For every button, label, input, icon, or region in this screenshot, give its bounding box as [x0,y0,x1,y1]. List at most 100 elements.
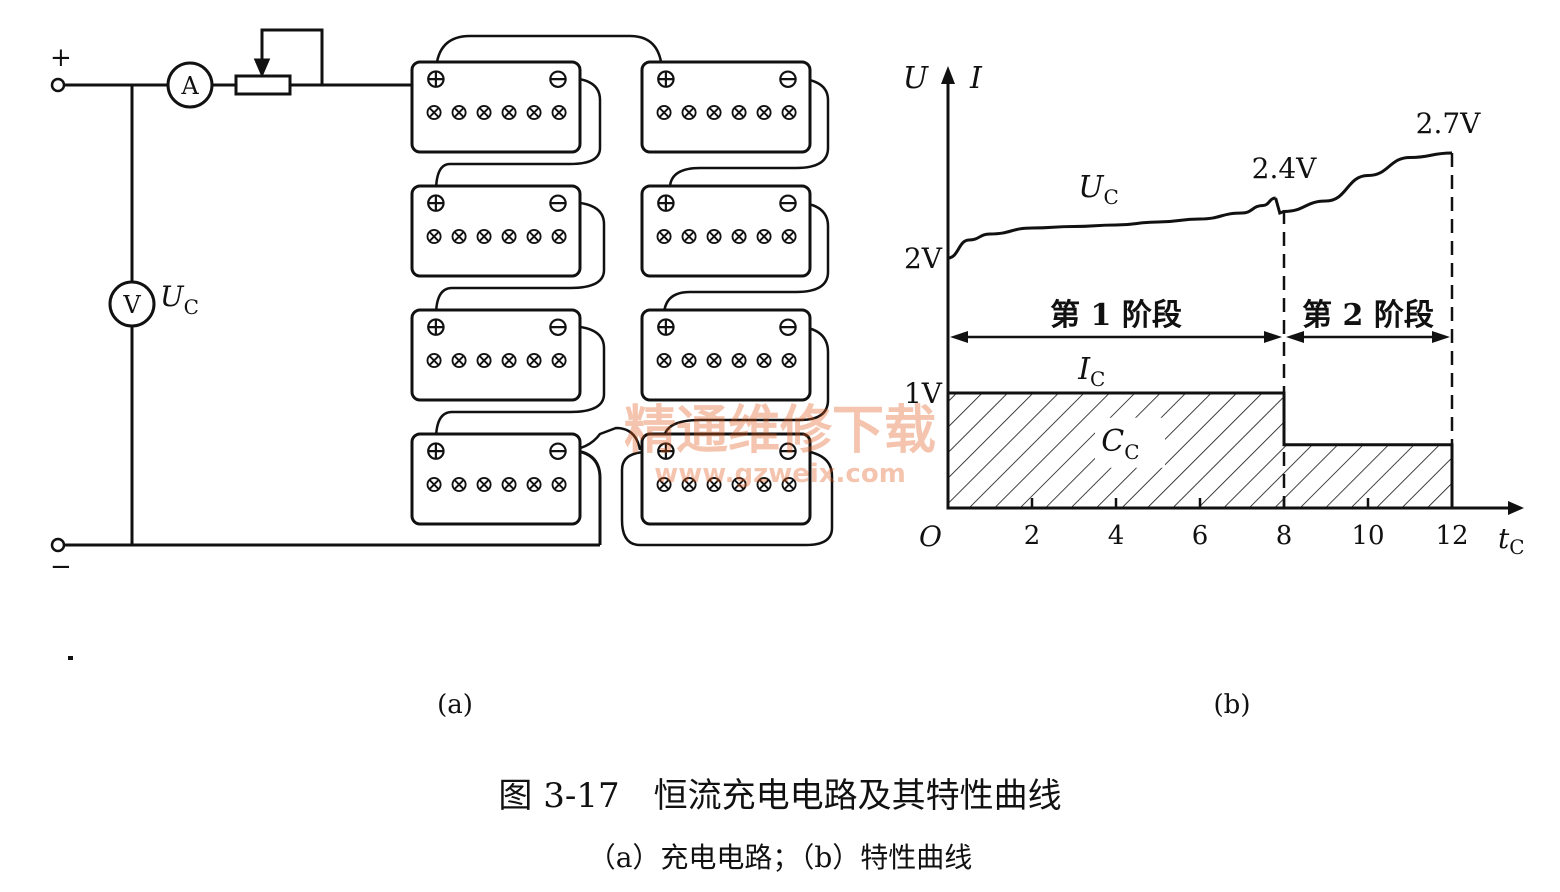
voltage-annotation-2: 2.7V [1416,107,1482,140]
positive-terminal-icon: ⊕ [654,434,677,467]
battery-case [640,60,812,154]
y-tick-label-2v: 2V [904,242,943,275]
terminal-plus-label: + [50,43,72,73]
cell-cap-icon: ⊗ [549,98,569,126]
cell-cap-icon: ⊗ [704,98,724,126]
rheostat [234,74,292,96]
voltage-label: UC [160,280,199,319]
watermark: 精通维修下载 www.gzweix.com [624,401,936,489]
rheostat-wiper [260,28,324,85]
stage-2-span [1286,331,1450,343]
negative-terminal-icon: ⊖ [776,186,799,219]
cell-cap-icon: ⊗ [779,346,799,374]
x-axis-arrow-icon [1508,501,1524,515]
x-tick-label: 6 [1192,521,1209,551]
terminal-minus [50,537,66,553]
negative-terminal-icon: ⊖ [776,434,799,467]
cell-cap-icon: ⊗ [424,222,444,250]
voltmeter-label: V [122,291,141,319]
uc-curve-stage1 [947,196,1276,260]
battery-bank: ⊕⊖⊗⊗⊗⊗⊗⊗⊕⊖⊗⊗⊗⊗⊗⊗⊕⊖⊗⊗⊗⊗⊗⊗⊕⊖⊗⊗⊗⊗⊗⊗⊕⊖⊗⊗⊗⊗⊗⊗… [410,60,812,526]
battery-case [640,184,812,278]
cell-cap-icon: ⊗ [704,346,724,374]
battery-4: ⊕⊖⊗⊗⊗⊗⊗⊗ [640,184,812,278]
cell-cap-icon: ⊗ [679,222,699,250]
cell-cap-icon: ⊗ [779,222,799,250]
figure-subcaption: （a）充电电路；（b）特性曲线 [587,841,973,874]
cell-cap-icon: ⊗ [754,222,774,250]
link-wire-9 [620,448,834,547]
cell-cap-icon: ⊗ [549,470,569,498]
rheostat-arrow [253,58,271,78]
cell-cap-icon: ⊗ [424,470,444,498]
x-tick-label: 4 [1108,521,1125,551]
y-axis-label-u: U [903,61,930,96]
watermark-line2: www.gzweix.com [654,459,906,489]
battery-1: ⊕⊖⊗⊗⊗⊗⊗⊗ [410,60,582,154]
cell-cap-icon: ⊗ [474,222,494,250]
battery-case [410,432,582,526]
x-axis-label: tC [1498,522,1525,559]
stray-mark [68,656,73,660]
link-wire-7 [662,324,830,441]
positive-terminal-icon: ⊕ [424,186,447,219]
positive-terminal-icon: ⊕ [424,434,447,467]
battery-2: ⊕⊖⊗⊗⊗⊗⊗⊗ [640,60,812,154]
cell-cap-icon: ⊗ [449,346,469,374]
x-tick-label: 8 [1276,521,1293,551]
terminal-plus [50,77,66,93]
battery-case [410,60,582,154]
x-tick-label: 12 [1435,521,1468,551]
cell-cap-icon: ⊗ [449,98,469,126]
cell-cap-icon: ⊗ [679,346,699,374]
cell-cap-icon: ⊗ [474,98,494,126]
negative-terminal-icon: ⊖ [546,186,569,219]
positive-terminal-icon: ⊕ [424,62,447,95]
cell-cap-icon: ⊗ [704,470,724,498]
cell-cap-icon: ⊗ [679,470,699,498]
negative-terminal-icon: ⊖ [776,310,799,343]
cell-cap-icon: ⊗ [524,98,544,126]
uc-curve-drop [1274,197,1285,215]
cell-cap-icon: ⊗ [524,222,544,250]
cell-cap-icon: ⊗ [499,346,519,374]
ic-series-label: IC [1077,352,1105,391]
cell-cap-icon: ⊗ [754,470,774,498]
link-wire-1 [434,34,664,71]
cell-cap-icon: ⊗ [524,470,544,498]
y-tick-label-1v: 1V [904,377,943,410]
uc-series-label: UC [1078,170,1119,209]
cell-cap-icon: ⊗ [524,346,544,374]
battery-case [410,308,582,402]
uc-curve-stage2 [1283,151,1453,213]
cell-cap-icon: ⊗ [729,98,749,126]
cell-cap-icon: ⊗ [549,346,569,374]
negative-terminal-icon: ⊖ [546,434,569,467]
area-label-backdrop [1095,417,1165,468]
x-tick-label: 10 [1351,521,1384,551]
battery-3: ⊕⊖⊗⊗⊗⊗⊗⊗ [410,184,582,278]
cell-cap-icon: ⊗ [654,346,674,374]
cell-cap-icon: ⊗ [779,98,799,126]
stage-1-span [950,331,1282,343]
cell-cap-icon: ⊗ [729,222,749,250]
cell-cap-icon: ⊗ [449,470,469,498]
cell-cap-icon: ⊗ [499,98,519,126]
ammeter-label: A [180,72,199,100]
figure-caption: 图 3-17 恒流充电电路及其特性曲线 [498,776,1062,816]
cell-cap-icon: ⊗ [754,98,774,126]
cell-cap-icon: ⊗ [679,98,699,126]
x-tick-label: 2 [1024,521,1041,551]
cell-cap-icon: ⊗ [654,222,674,250]
cell-cap-icon: ⊗ [729,470,749,498]
watermark-line1: 精通维修下载 [624,401,936,461]
cell-cap-icon: ⊗ [754,346,774,374]
panel-label-b: (b) [1214,690,1251,720]
link-wire-3 [668,76,830,187]
positive-terminal-icon: ⊕ [654,186,677,219]
cell-cap-icon: ⊗ [499,470,519,498]
cell-cap-icon: ⊗ [424,346,444,374]
y-axis-label-i: I [969,61,983,96]
